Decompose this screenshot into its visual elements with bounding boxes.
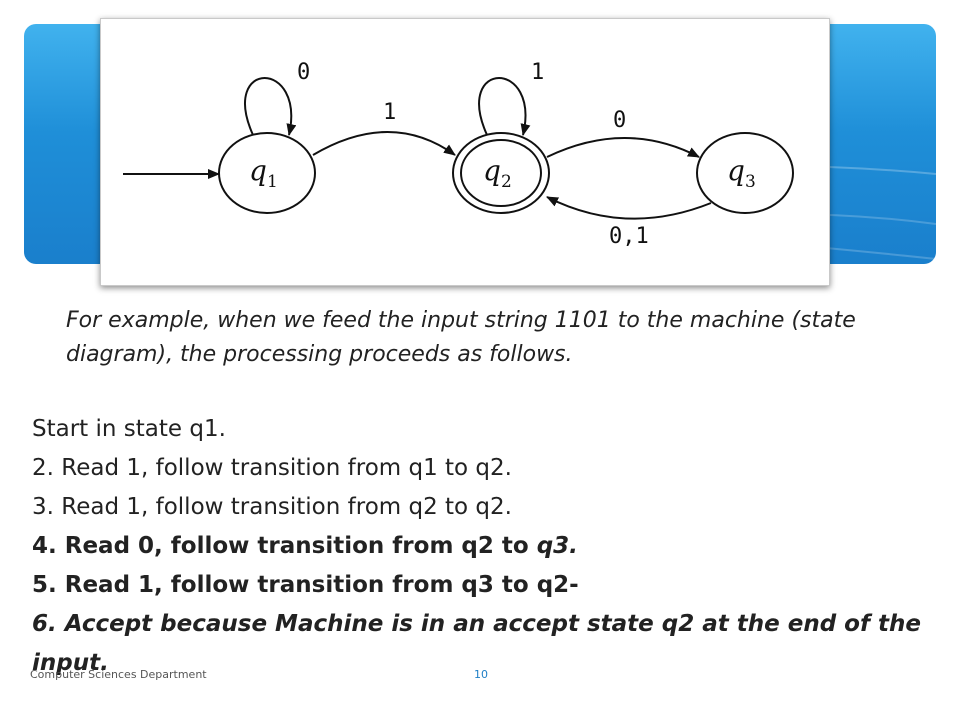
- q3-q2-label: 0,1: [609, 224, 649, 249]
- q1-q2-label: 1: [383, 100, 396, 125]
- q1-q2-arrow: [312, 131, 456, 156]
- step-4-text: 4. Read 0, follow transition from q2 to: [32, 533, 529, 559]
- state-diagram-figure: q1 q2 q3 0 1 1 0 0,1: [100, 18, 830, 286]
- intro-paragraph: For example, when we feed the input stri…: [66, 308, 856, 367]
- loop-q2-label: 1: [531, 60, 544, 85]
- steps-list: Start in state q1. 2. Read 1, follow tra…: [32, 410, 942, 683]
- state-q1: [218, 132, 316, 214]
- footer-department: Computer Sciences Department: [30, 668, 207, 681]
- loop-q1-label: 0: [297, 60, 310, 85]
- step-5: 5. Read 1, follow transition from q3 to …: [32, 572, 579, 598]
- step-start: Start in state q1.: [32, 416, 226, 442]
- state-q3: [696, 132, 794, 214]
- state-q2-label: q2: [483, 154, 512, 192]
- step-4-target: q3.: [536, 533, 578, 559]
- step-3: 3. Read 1, follow transition from q2 to …: [32, 494, 512, 520]
- state-q1-label: q1: [249, 154, 278, 192]
- state-q2-outer: [452, 132, 550, 214]
- q2-q3-arrow: [546, 137, 700, 158]
- q2-q3-label: 0: [613, 108, 626, 133]
- loop-q1-arrow: [244, 77, 297, 136]
- step-2: 2. Read 1, follow transition from q1 to …: [32, 455, 512, 481]
- step-6: 6. Accept because Machine is in an accep…: [32, 611, 921, 676]
- loop-q2-arrow: [478, 77, 531, 136]
- footer-page-number: 10: [474, 668, 488, 681]
- state-q2-inner: [460, 139, 542, 207]
- state-q3-label: q3: [727, 154, 756, 192]
- step-4: 4. Read 0, follow transition from q2 to …: [32, 527, 942, 566]
- q3-q2-arrow: [546, 196, 712, 220]
